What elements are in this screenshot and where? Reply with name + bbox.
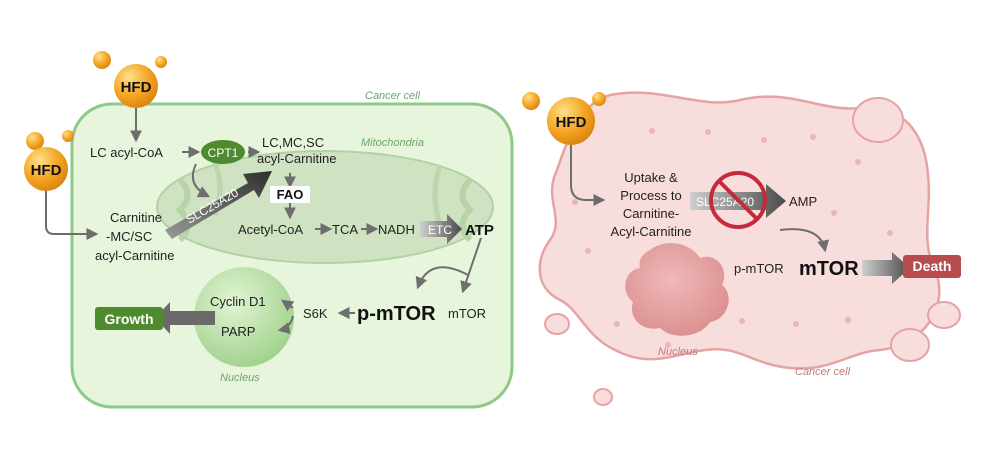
cytoplasm-dot	[845, 317, 851, 323]
p-mtor-label: p-mTOR	[357, 303, 436, 325]
cytoplasm-dot	[572, 199, 578, 205]
cpt1-badge	[201, 140, 245, 164]
arrow-to-death	[862, 252, 910, 284]
acyl-carnitine-line1: LC,MC,SC	[262, 135, 324, 150]
mitochondria-label: Mitochondria	[361, 137, 424, 149]
vesicle	[927, 301, 961, 329]
vesicle	[890, 328, 930, 362]
arrow-s6k-to-parp	[277, 315, 294, 334]
death-label: Death	[913, 258, 952, 274]
left-panel: Cancer cell Mitochondria Nucleus HFD HFD	[24, 51, 514, 409]
amp-label: AMP	[789, 194, 817, 209]
right-panel: Nucleus Cancer cell HFD Uptake & Process…	[522, 91, 961, 406]
lc-acyl-coa-label: LC acyl-CoA	[90, 145, 163, 160]
carnitine-line2: -MC/SC	[106, 229, 152, 244]
growth-label: Growth	[105, 311, 154, 327]
hfd-label-right: HFD	[556, 114, 587, 131]
arrow-s6k-to-cyclin-d1	[281, 299, 295, 312]
s6k-label: S6K	[303, 306, 328, 321]
death-badge	[903, 255, 961, 278]
fao-box	[270, 186, 310, 203]
etc-label: ETC	[428, 223, 452, 237]
acyl-carnitine-line2: acyl-Carnitine	[257, 151, 336, 166]
cytoplasm-dot	[649, 128, 655, 134]
fao-label: FAO	[277, 187, 304, 202]
cytoplasm-dot	[793, 321, 799, 327]
cytoplasm-dot	[585, 248, 591, 254]
cpt1-label: CPT1	[208, 146, 239, 160]
arrow-to-growth	[155, 302, 215, 334]
nadh-label: NADH	[378, 222, 415, 237]
p-mtor-label-right: p-mTOR	[734, 261, 784, 276]
arrow-amp-to-mtor	[779, 228, 829, 253]
arrow-etc	[420, 214, 462, 244]
nucleus-label: Nucleus	[220, 372, 260, 384]
vesicle	[544, 313, 570, 335]
inhibition-icon	[709, 171, 767, 229]
cytoplasm-dot	[761, 137, 767, 143]
nucleus-label-right: Nucleus	[658, 346, 698, 358]
mtor-label-right: mTOR	[799, 258, 859, 280]
arrow-atp-to-mtor	[460, 237, 482, 294]
cytoplasm-dot	[810, 134, 816, 140]
hfd-molecule-right	[522, 92, 606, 145]
cytoplasm-dot	[665, 342, 671, 348]
growth-badge	[95, 307, 163, 330]
mitochondria	[156, 150, 494, 264]
atp-label: ATP	[465, 222, 494, 239]
carnitine-line1: Carnitine	[110, 210, 162, 225]
cyclin-d1-label: Cyclin D1	[210, 294, 266, 309]
hfd-molecule-top	[93, 51, 167, 108]
tca-label: TCA	[332, 222, 358, 237]
arrow-cpt1-loop	[192, 163, 211, 198]
uptake-line4: Acyl-Carnitine	[611, 224, 692, 239]
uptake-line3: Carnitine-	[623, 206, 679, 221]
cytoplasm-dot	[705, 129, 711, 135]
cytoplasm-dot	[739, 318, 745, 324]
cytoplasm-dot	[855, 159, 861, 165]
hfd-label-left: HFD	[31, 162, 62, 179]
mtor-label: mTOR	[448, 306, 486, 321]
nucleus	[194, 267, 294, 367]
carnitine-line3: acyl-Carnitine	[95, 248, 174, 263]
cytoplasm-dot	[887, 230, 893, 236]
nucleus-right	[625, 243, 729, 336]
cytoplasm-dot	[831, 210, 837, 216]
parp-label: PARP	[221, 324, 255, 339]
uptake-line2: Process to	[620, 188, 681, 203]
hfd-label-top: HFD	[121, 79, 152, 96]
vesicle	[593, 388, 613, 406]
vesicle	[852, 97, 904, 143]
arrow-hfd-to-carnitine	[45, 191, 99, 240]
cytoplasm-dot	[614, 321, 620, 327]
hfd-molecule-left	[24, 130, 74, 191]
cancer-cell-label-right: Cancer cell	[795, 366, 851, 378]
cancer-cell-label: Cancer cell	[365, 90, 421, 102]
uptake-line1: Uptake &	[624, 170, 678, 185]
slc25a20-arrow	[165, 171, 272, 239]
acetyl-coa-label: Acetyl-CoA	[238, 222, 303, 237]
arrow-hfd-to-uptake	[570, 145, 606, 206]
arrow-mtor-to-p-mtor	[415, 266, 469, 290]
